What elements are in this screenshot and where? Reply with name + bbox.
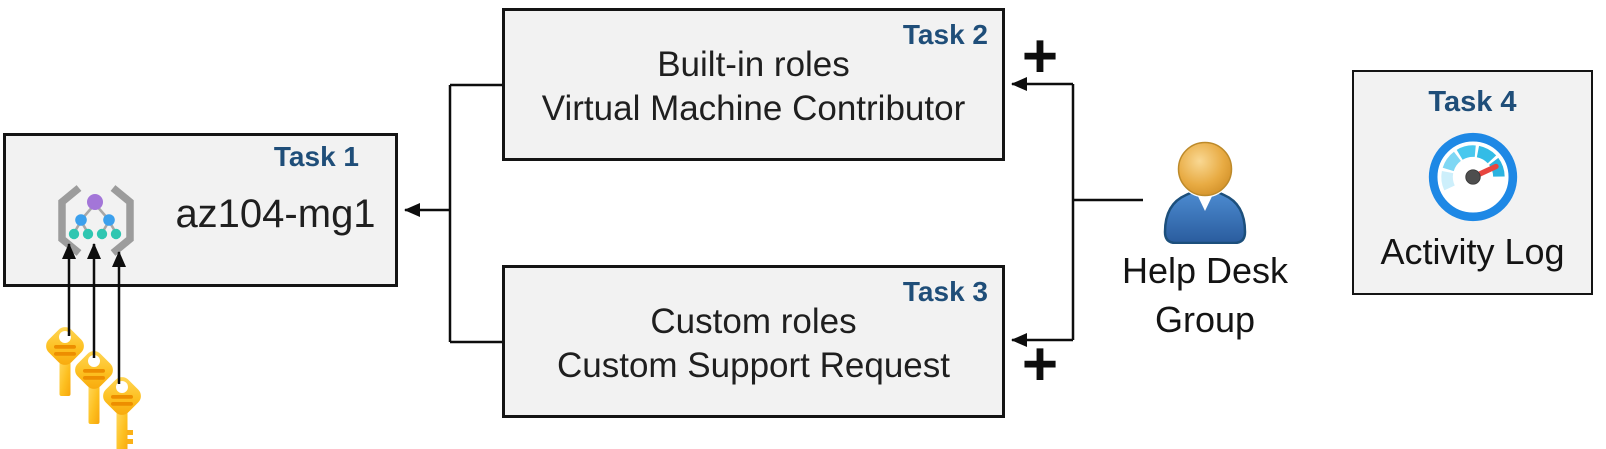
task4-badge: Task 4	[1428, 86, 1517, 118]
task1-box: Task 1 az104-mg1	[3, 133, 398, 287]
plus-sign-task3: +	[1021, 330, 1059, 399]
task4-label: Activity Log	[1380, 231, 1565, 272]
task2-line1: Built-in roles	[657, 44, 850, 84]
task4-box: Task 4 Activity Log	[1352, 70, 1593, 295]
task2-box: Task 2 Built-in roles Virtual Machine Co…	[502, 8, 1005, 161]
management-group-icon	[58, 185, 134, 256]
activity-log-gauge-icon	[1428, 132, 1517, 222]
task3-box: Task 3 Custom roles Custom Support Reque…	[502, 265, 1005, 418]
task2-line2: Virtual Machine Contributor	[541, 88, 966, 128]
key-icon	[103, 377, 141, 449]
task1-badge: Task 1	[273, 141, 359, 172]
help-desk-group: Help Desk Group	[1120, 140, 1290, 342]
plus-sign-task2: +	[1021, 22, 1059, 91]
task3-line1: Custom roles	[650, 301, 857, 341]
key-icon	[75, 351, 113, 424]
access-keys-icon	[46, 327, 141, 449]
task3-line2: Custom Support Request	[557, 345, 950, 385]
key-icon	[46, 327, 84, 396]
bracket-connector	[448, 83, 502, 344]
management-group-name: az104-mg1	[175, 191, 376, 236]
help-desk-label-line1: Help Desk	[1121, 250, 1289, 291]
task2-badge: Task 2	[902, 19, 988, 50]
help-desk-label-line2: Group	[1154, 299, 1256, 340]
user-icon	[1163, 140, 1247, 244]
task3-badge: Task 3	[902, 276, 988, 307]
